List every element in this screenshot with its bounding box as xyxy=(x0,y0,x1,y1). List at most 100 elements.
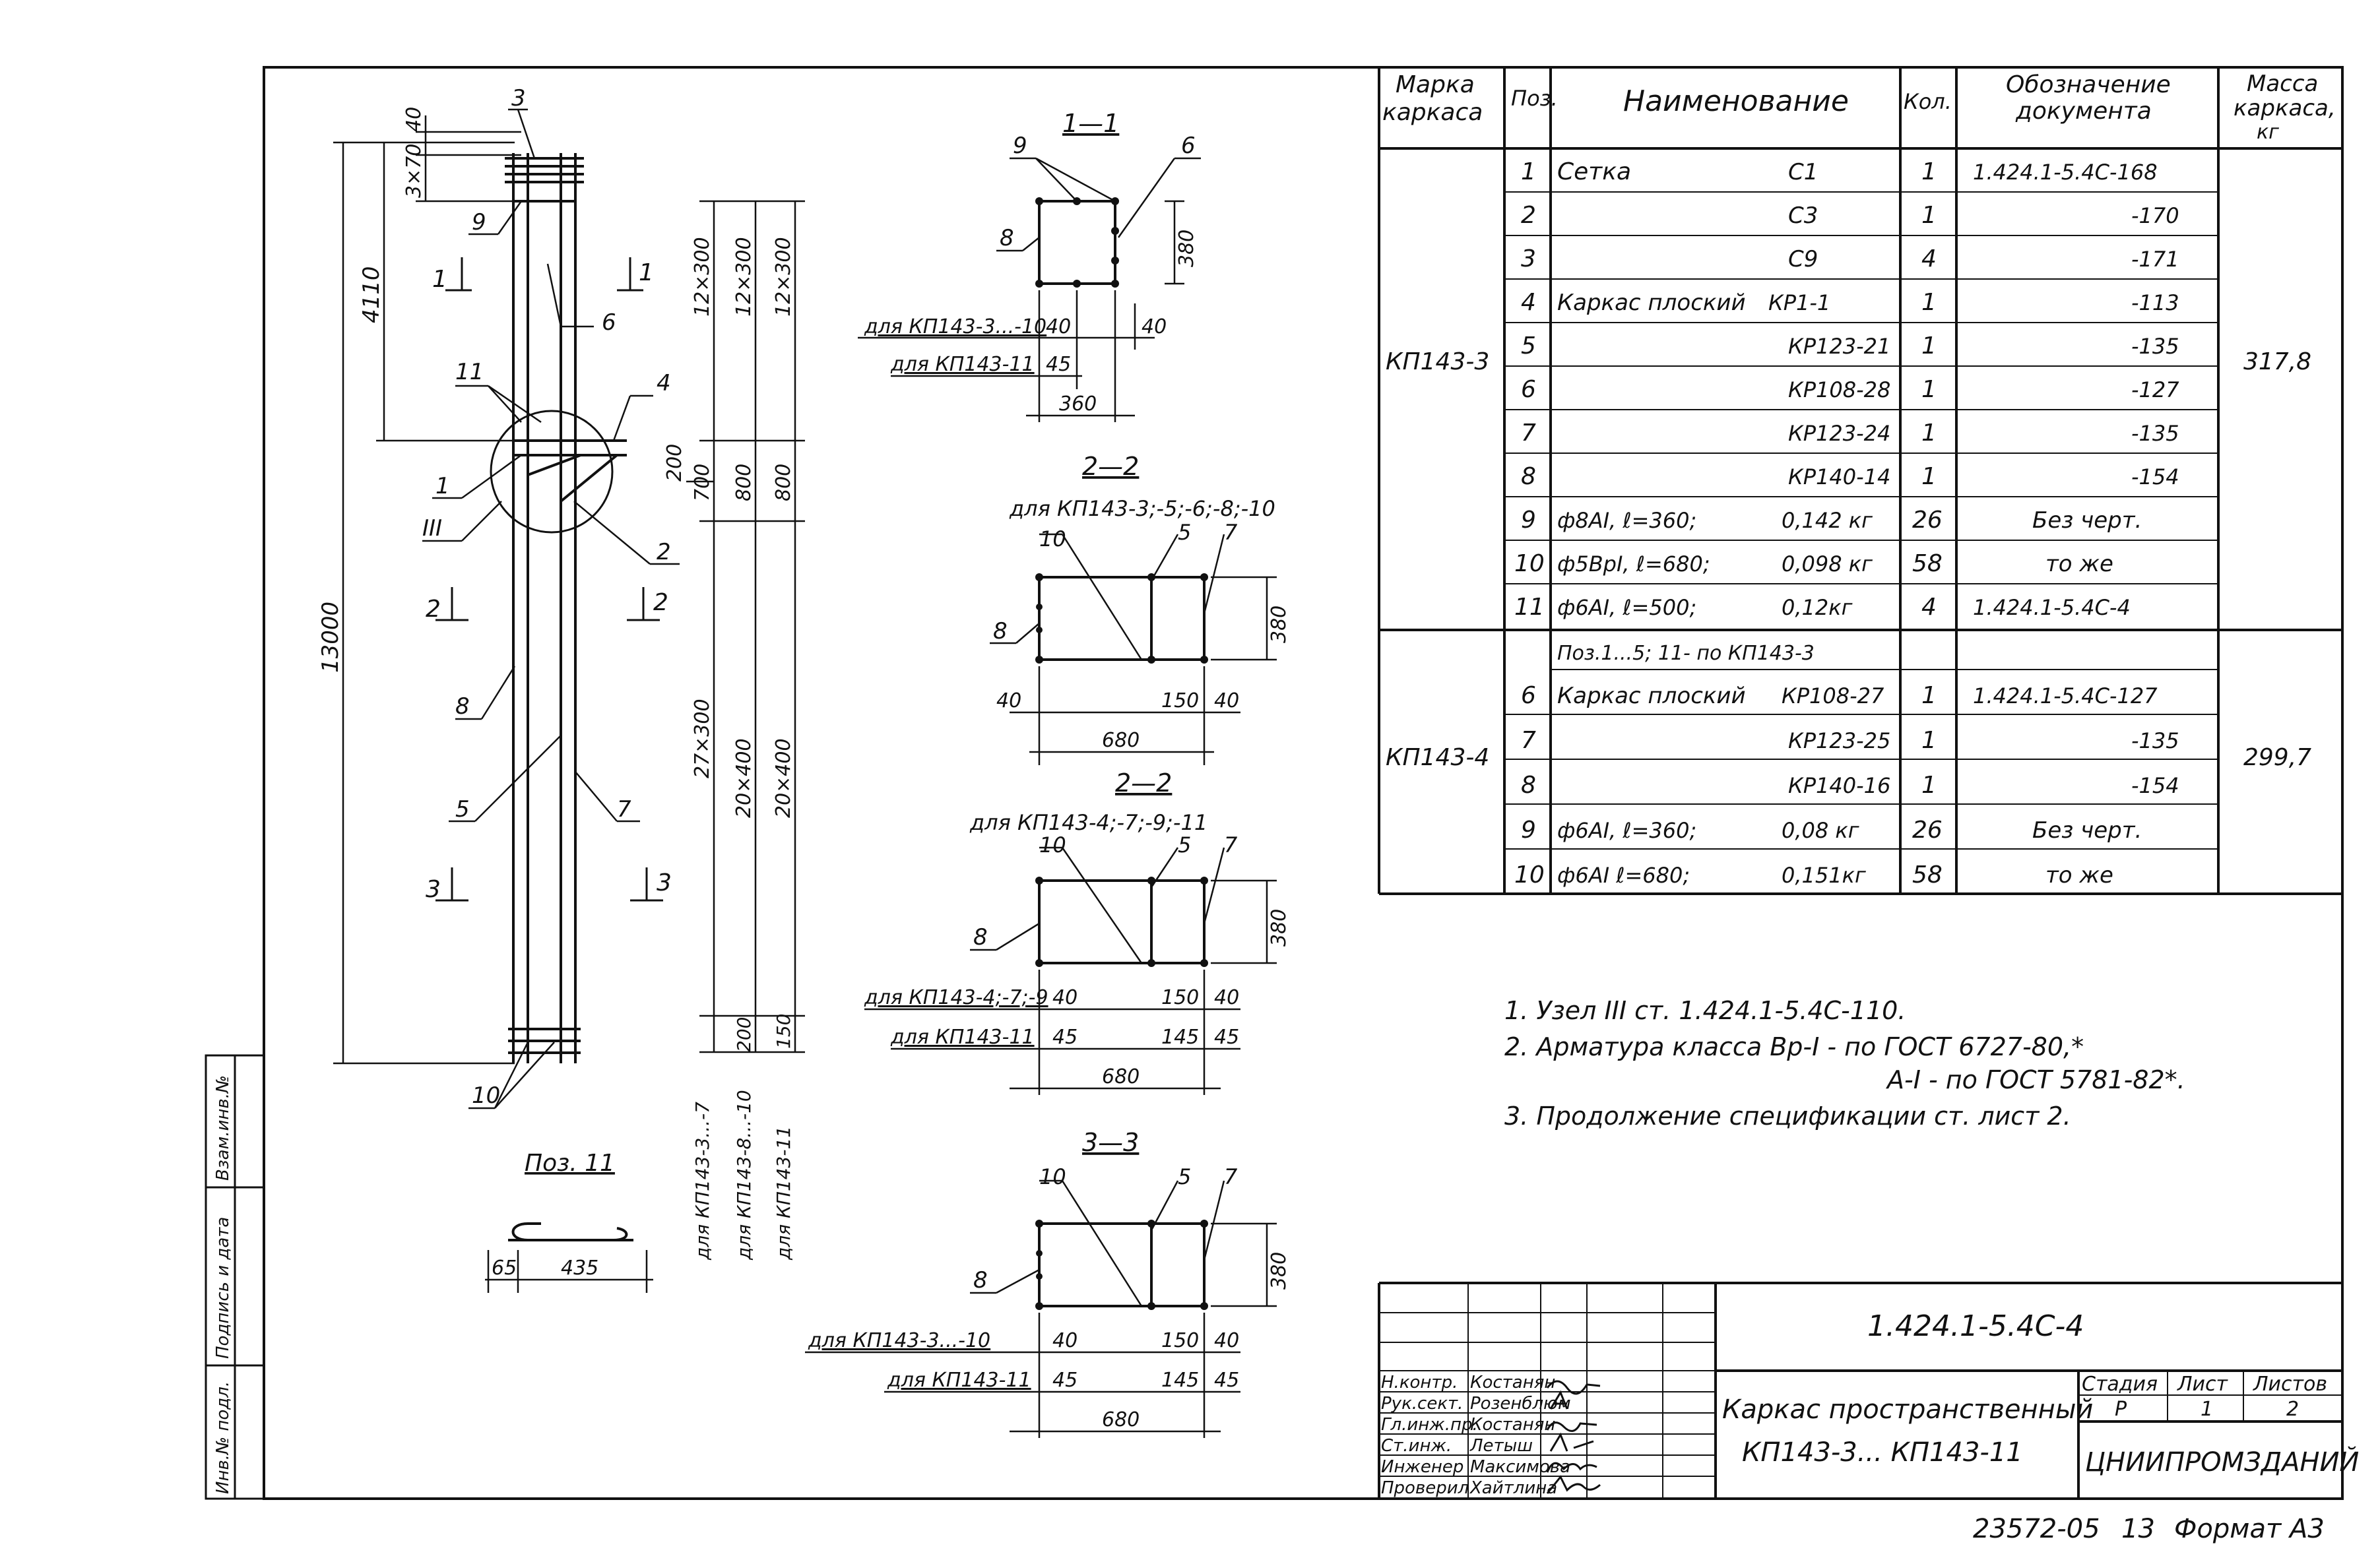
dim-800: 800 xyxy=(732,464,756,501)
g2-r8-qty: 1 xyxy=(1921,772,1937,799)
dim-overall-height: 13000 xyxy=(317,602,344,673)
g1-row-7: 7 КР123-24 1 -135 xyxy=(1521,420,2179,447)
g1-r5-doc: -135 xyxy=(2131,334,2179,359)
g1-r5-pos: 5 xyxy=(1521,332,1536,359)
role-4: Ст.инж. xyxy=(1381,1436,1452,1456)
callout-10: 10 xyxy=(472,1082,500,1109)
sec11-lbl9: 9 xyxy=(1013,133,1027,159)
g1-row-8: 8 КР140-14 1 -154 xyxy=(1521,463,2179,490)
sec22b-lbl10: 10 xyxy=(1039,832,1066,858)
g1-r7-qty: 1 xyxy=(1921,420,1937,447)
sec33-lbl7: 7 xyxy=(1224,1164,1238,1189)
g1-row-1: 1 Сетка С1 1 1.424.1-5.4С-168 xyxy=(1521,158,2158,185)
side-stamp-sign: Подпись и дата xyxy=(213,1217,233,1359)
g1-r8-code: КР140-14 xyxy=(1788,464,1890,489)
g1-r3-qty: 4 xyxy=(1921,245,1937,272)
footer-number: 23572-05 xyxy=(1973,1514,2100,1544)
sec33-dim45b: 45 xyxy=(1214,1369,1239,1392)
note-2b: А-I - по ГОСТ 5781-82*. xyxy=(1885,1065,2185,1094)
g2-r9-name: ф6АI, ℓ=360; xyxy=(1557,818,1696,843)
sec11-dim45: 45 xyxy=(1046,353,1071,376)
hdr-doc-2: документа xyxy=(2015,98,2152,125)
dim-top: 4110 xyxy=(358,266,385,323)
role-5: Инженер xyxy=(1381,1457,1463,1477)
sheets-label: Листов xyxy=(2253,1373,2327,1396)
callout-8: 8 xyxy=(455,693,470,720)
section-2-2-b: 2—2 для КП143-4;-7;-9;-11 10 5 7 8 xyxy=(864,768,1291,1095)
dim-800b: 800 xyxy=(772,464,795,501)
dim-12x300-c: 12×300 xyxy=(772,237,795,317)
g2-r10-name: ф6АI ℓ=680; xyxy=(1557,863,1690,888)
hdr-pos: Поз. xyxy=(1511,86,1558,111)
sec22b-dim380: 380 xyxy=(1268,909,1291,947)
sec22a-dim380: 380 xyxy=(1268,606,1291,643)
section-1-1: 1—1 9 6 8 380 4 xyxy=(858,109,1201,422)
pos11-detail: Поз. 11 65 435 xyxy=(485,1150,653,1293)
sec22a-dim40a: 40 xyxy=(996,689,1021,712)
g1-r9-doc: Без черт. xyxy=(2032,507,2142,534)
g1-row-10: 10 ф5ВрI, ℓ=680; 0,098 кг 58 то же xyxy=(1514,550,2113,577)
callout-7: 7 xyxy=(617,796,631,823)
sec11-title: 1—1 xyxy=(1062,109,1119,138)
sec22b-for: для КП143-4;-7;-9;-11 xyxy=(969,810,1207,835)
role-3: Гл.инж.пр. xyxy=(1381,1415,1478,1435)
sec33-dim145: 145 xyxy=(1161,1369,1199,1392)
sec33-dim680: 680 xyxy=(1102,1408,1140,1431)
note-2: 2. Арматура класса Вр-I - по ГОСТ 6727-8… xyxy=(1504,1032,2084,1061)
g1-r9-name: ф8АI, ℓ=360; xyxy=(1557,508,1696,533)
g1-r8-doc: -154 xyxy=(2131,464,2179,489)
cut-2-right: 2 xyxy=(653,589,668,616)
g2-r6-name: Каркас плоский xyxy=(1557,683,1746,709)
g1-row-4: 4 Каркас плоский КР1-1 1 -113 xyxy=(1521,289,2179,316)
sec33-dim380: 380 xyxy=(1268,1252,1291,1290)
g1-r7-code: КР123-24 xyxy=(1788,421,1890,446)
g1-r10-code: 0,098 кг xyxy=(1782,551,1873,577)
g1-r8-qty: 1 xyxy=(1921,463,1937,490)
sec22b-dim145: 145 xyxy=(1161,1026,1199,1049)
g2-r8-pos: 8 xyxy=(1521,772,1536,799)
dim-12x300-a: 12×300 xyxy=(691,237,714,317)
g1-r4-qty: 1 xyxy=(1921,289,1937,316)
sec22b-dim150: 150 xyxy=(1161,986,1199,1009)
callout-9: 9 xyxy=(472,209,486,235)
sheet-value: 1 xyxy=(2201,1398,2213,1421)
dim-20x400: 20×400 xyxy=(732,738,756,818)
g2-r6-pos: 6 xyxy=(1521,682,1536,709)
g1-r6-qty: 1 xyxy=(1921,376,1937,403)
callout-6: 6 xyxy=(602,309,616,336)
g2-row-7: 7 КР123-25 1 -135 xyxy=(1521,727,2179,754)
bottom-label-b: для КП143-8...-10 xyxy=(733,1090,755,1261)
side-stamp: Инв.№ подл. Подпись и дата Взам.инв.№ xyxy=(205,1054,265,1500)
g1-r10-pos: 10 xyxy=(1514,550,1545,577)
note-1: 1. Узел III ст. 1.424.1-5.4С-110. xyxy=(1504,996,1906,1025)
sec22b-for-a: для КП143-4;-7;-9 xyxy=(864,986,1048,1009)
dim-200b: 200 xyxy=(733,1017,755,1052)
org-name: ЦНИИПРОМЗДАНИЙ xyxy=(2085,1446,2359,1478)
elevation-view: 13000 4110 40 3×70 12×300 12×300 12×300 … xyxy=(317,85,805,1261)
sheets-value: 2 xyxy=(2286,1398,2299,1421)
title-block: Н.контр. Рук.сект. Гл.инж.пр. Ст.инж. Ин… xyxy=(1378,1282,2359,1499)
note-3: 3. Продолжение спецификации ст. лист 2. xyxy=(1504,1102,2071,1131)
g1-r4-code: КР1-1 xyxy=(1768,290,1830,315)
sec11-dim360: 360 xyxy=(1059,392,1097,416)
g1-r2-doc: -170 xyxy=(2131,203,2179,228)
g1-r2-pos: 2 xyxy=(1521,202,1536,229)
g2-r6-qty: 1 xyxy=(1921,682,1937,709)
side-stamp-vzam: Взам.инв.№ xyxy=(213,1075,233,1181)
sec22b-dim45a: 45 xyxy=(1052,1026,1077,1049)
g1-r11-code: 0,12кг xyxy=(1782,595,1853,620)
dim-27x300: 27×300 xyxy=(691,699,714,778)
hdr-name: Наименование xyxy=(1623,84,1849,118)
g2-r8-doc: -154 xyxy=(2131,773,2179,798)
dim-40: 40 xyxy=(402,107,426,132)
g1-r8-pos: 8 xyxy=(1521,463,1536,490)
callout-1: 1 xyxy=(435,473,450,499)
callout-11: 11 xyxy=(455,359,484,385)
footer-page: 13 xyxy=(2121,1514,2155,1544)
sec22a-dim680: 680 xyxy=(1102,729,1140,752)
g2-r7-doc: -135 xyxy=(2131,728,2179,753)
role-2: Рук.сект. xyxy=(1381,1394,1463,1414)
cut-3-left: 3 xyxy=(426,876,441,903)
title-line-2: КП143-3... КП143-11 xyxy=(1742,1437,2023,1468)
sec22a-title: 2—2 xyxy=(1082,452,1139,481)
